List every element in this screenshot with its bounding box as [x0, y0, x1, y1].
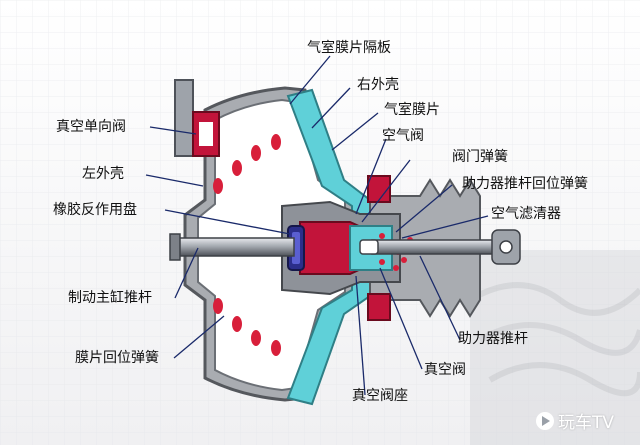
- watermark: 玩车TV: [535, 408, 614, 433]
- label-right-shell: 右外壳: [357, 77, 399, 93]
- label-vacuum-valve: 真空阀: [424, 362, 466, 378]
- master-cylinder-pushrod: [169, 233, 295, 261]
- label-air-valve: 空气阀: [382, 128, 424, 144]
- label-diaphragm-partition: 气室膜片隔板: [307, 40, 391, 56]
- leader-lines: [145, 55, 489, 396]
- label-diaphragm-return-spring: 膜片回位弹簧: [75, 350, 159, 366]
- label-pushrod-return-spring: 助力器推杆回位弹簧: [462, 176, 588, 192]
- watermark-text: 玩车TV: [557, 413, 614, 433]
- label-vacuum-valve-seat: 真空阀座: [352, 388, 408, 404]
- label-left-shell: 左外壳: [82, 166, 124, 182]
- diaphragm-return-spring: [213, 134, 281, 356]
- label-air-filter: 空气滤清器: [491, 206, 561, 222]
- label-chamber-diaphragm: 气室膜片: [384, 102, 440, 118]
- label-valve-spring: 阀门弹簧: [452, 149, 508, 165]
- background-watermark-art: [468, 250, 640, 445]
- label-vacuum-check-valve: 真空单向阀: [56, 119, 126, 135]
- label-booster-pushrod: 助力器推杆: [458, 331, 528, 347]
- label-master-cylinder-pushrod: 制动主缸推杆: [68, 290, 152, 306]
- label-rubber-reaction-disc: 橡胶反作用盘: [53, 202, 137, 218]
- control-valve-body: [281, 200, 421, 296]
- booster-pushrod: [359, 229, 521, 265]
- play-logo-icon: [535, 411, 554, 430]
